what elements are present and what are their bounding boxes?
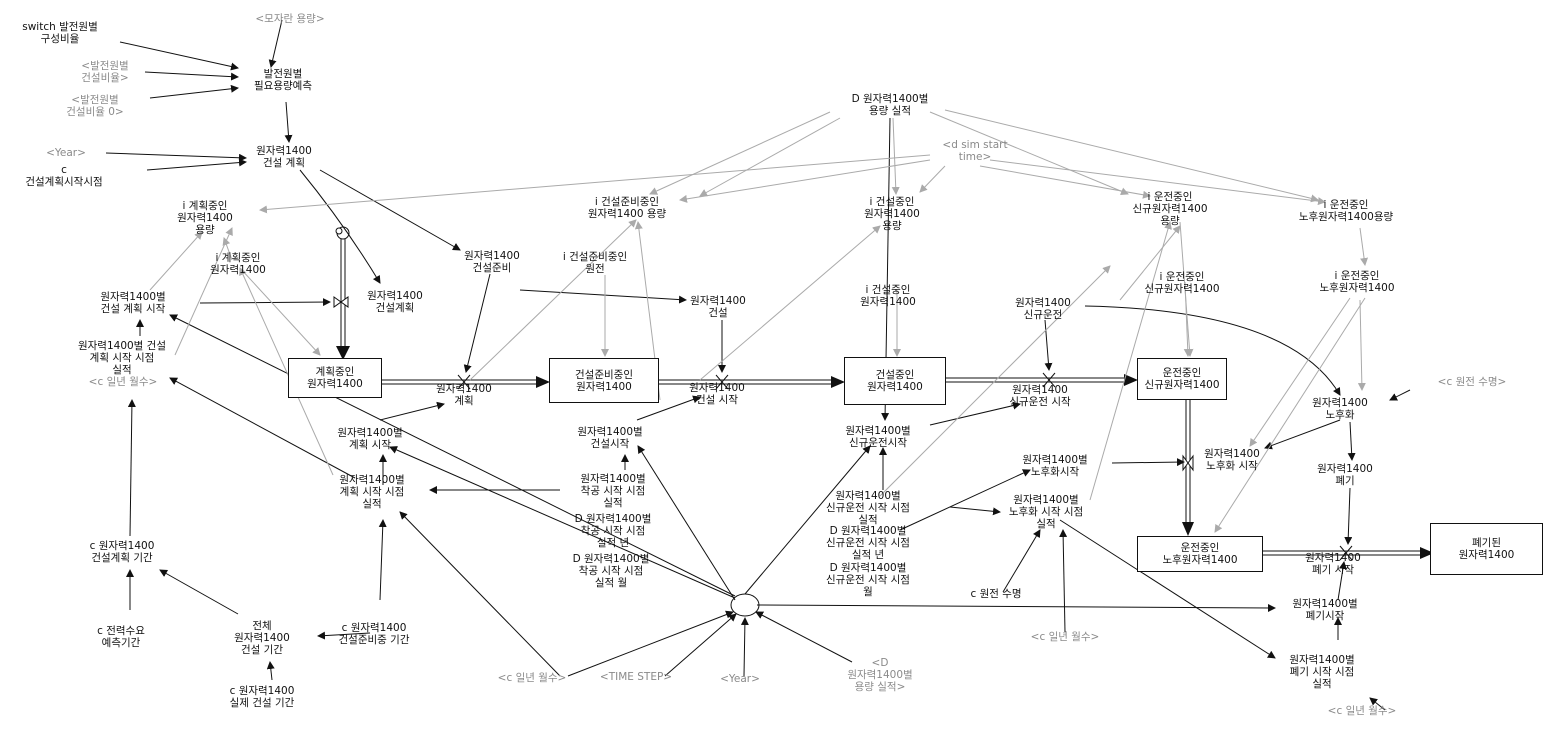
- var-i-op-new[interactable]: i 운전중인 신규원자력1400: [1144, 271, 1220, 295]
- var-c-prep-period[interactable]: c 원자력1400 건설준비중 기간: [338, 622, 410, 646]
- var-i-constr[interactable]: i 건설중인 원자력1400: [860, 284, 916, 308]
- var-c-real-build[interactable]: c 원자력1400 실제 건설 기간: [229, 685, 295, 709]
- var-i-op-old-cap[interactable]: i 운전중인 노후원자력1400용량: [1298, 199, 1394, 223]
- var-d-start-year[interactable]: D 원자력1400별 착공 시작 시점 실적 년: [574, 513, 652, 549]
- var-d-capacity[interactable]: D 원자력1400별 용량 실적: [851, 93, 929, 117]
- stock-planning[interactable]: 계획중인 원자력1400: [288, 358, 382, 398]
- var-start-actual[interactable]: 원자력1400별 착공 시작 시점 실적: [580, 473, 646, 509]
- var-plan-start-actual[interactable]: 원자력1400별 건설 계획 시작 시점 실적: [77, 340, 167, 376]
- flow-aging[interactable]: 원자력1400 노후화 시작: [1204, 448, 1260, 472]
- flow-construct-out[interactable]: 원자력1400 신규운전 시작: [1009, 384, 1071, 408]
- stock-operating-old[interactable]: 운전중인 노후원자력1400: [1137, 536, 1263, 572]
- var-prep-begin[interactable]: 원자력1400별 건설시작: [577, 426, 643, 450]
- var-plan-start[interactable]: 원자력1400별 건설 계획 시작: [100, 291, 166, 315]
- var-c-plan-start[interactable]: c 건설계획시작시점: [25, 164, 103, 188]
- var-retire-begin[interactable]: 원자력1400별 폐기시작: [1292, 598, 1358, 622]
- var-plan-begin-actual[interactable]: 원자력1400별 계획 시작 시점 실적: [339, 474, 405, 510]
- var-new-op-begin[interactable]: 원자력1400별 신규운전시작: [845, 425, 911, 449]
- var-demand-forecast[interactable]: 발전원별 필요용량예측: [254, 68, 312, 92]
- stock-construct[interactable]: 건설중인 원자력1400: [844, 357, 946, 405]
- var-retire-actual[interactable]: 원자력1400별 폐기 시작 시점 실적: [1289, 654, 1355, 690]
- var-c-life-ref[interactable]: <c 원전 수명>: [1437, 376, 1507, 388]
- var-year-months-ref-right[interactable]: <c 일년 월수>: [1327, 705, 1397, 717]
- var-new-op[interactable]: 원자력1400 신규운전: [1015, 297, 1071, 321]
- stock-prep[interactable]: 건설준비중인 원자력1400: [549, 358, 659, 403]
- pipe-heads: [336, 346, 1434, 559]
- var-aging-begin[interactable]: 원자력1400별 노후화시작: [1022, 454, 1088, 478]
- var-ratio-ref[interactable]: <발전원별 건설비율>: [81, 60, 129, 84]
- var-i-prep[interactable]: i 건설준비중인 원전: [562, 251, 628, 275]
- var-c-forecast-period[interactable]: c 전력수요 예측기간: [97, 625, 145, 649]
- stock-retired[interactable]: 폐기된 원자력1400: [1430, 523, 1543, 575]
- valves: [333, 296, 1353, 561]
- var-year-ref-top[interactable]: <Year>: [46, 147, 86, 159]
- flow-plan-out[interactable]: 원자력1400 계획: [436, 383, 492, 407]
- var-year-months-ref-mid[interactable]: <c 일년 월수>: [1030, 631, 1100, 643]
- var-retire[interactable]: 원자력1400 폐기: [1317, 463, 1373, 487]
- flow-prep-out[interactable]: 원자력1400 건설 시작: [689, 382, 745, 406]
- var-construction[interactable]: 원자력1400 건설: [690, 295, 746, 319]
- var-c-life[interactable]: c 원전 수명: [970, 588, 1022, 600]
- var-prep[interactable]: 원자력1400 건설준비: [464, 250, 520, 274]
- var-year-months-ref-bottom[interactable]: <c 일년 월수>: [497, 672, 567, 684]
- var-d-start-month[interactable]: D 원자력1400별 착공 시작 시점 실적 월: [572, 553, 650, 589]
- var-d-new-op-year[interactable]: D 원자력1400별 신규운전 시작 시점 실적 년: [826, 525, 910, 561]
- var-construction-plan[interactable]: 원자력1400 건설 계획: [256, 145, 312, 169]
- var-i-plan[interactable]: i 계획중인 원자력1400: [210, 252, 266, 276]
- var-d-capacity-ref[interactable]: <D 원자력1400별 용량 실적>: [847, 657, 913, 693]
- var-c-plan-period[interactable]: c 원자력1400 건설계획 기간: [89, 540, 155, 564]
- var-switch-ratio[interactable]: switch 발전원별 구성비율: [22, 21, 98, 45]
- var-total-build-period[interactable]: 전체 원자력1400 건설 기간: [234, 620, 290, 656]
- var-plan-begin[interactable]: 원자력1400별 계획 시작: [337, 427, 403, 451]
- var-i-op-new-cap[interactable]: i 운전중인 신규원자력1400 용량: [1132, 191, 1208, 227]
- var-aging[interactable]: 원자력1400 노후화: [1312, 397, 1368, 421]
- stock-operating-new[interactable]: 운전중인 신규원자력1400: [1137, 358, 1227, 400]
- var-new-op-actual[interactable]: 원자력1400별 신규운전 시작 시점 실적: [826, 490, 910, 526]
- var-year-ref-bottom[interactable]: <Year>: [720, 673, 760, 685]
- var-year-months-ref-left[interactable]: <c 일년 월수>: [88, 376, 158, 388]
- var-ratio0-ref[interactable]: <발전원별 건설비율 0>: [66, 94, 124, 118]
- time-node: [730, 593, 760, 617]
- var-i-op-old[interactable]: i 운전중인 노후원자력1400: [1319, 270, 1395, 294]
- var-d-sim-start[interactable]: <d sim start time>: [942, 139, 1008, 163]
- var-time-step-ref[interactable]: <TIME STEP>: [599, 671, 673, 683]
- var-i-constr-cap[interactable]: i 건설중인 원자력1400 용량: [864, 196, 920, 232]
- var-i-prep-cap[interactable]: i 건설준비중인 원자력1400 용량: [587, 196, 667, 220]
- var-d-new-op-month[interactable]: D 원자력1400별 신규운전 시작 시점 월: [826, 562, 910, 598]
- var-i-plan-cap[interactable]: i 계획중인 원자력1400 용량: [177, 200, 233, 236]
- var-shortage-ref[interactable]: <모자란 용량>: [255, 13, 325, 25]
- var-aging-actual[interactable]: 원자력1400별 노후화 시작 시점 실적: [1008, 494, 1084, 530]
- flow-retire[interactable]: 원자력1400 폐기 시작: [1305, 552, 1361, 576]
- flow-plan-in[interactable]: 원자력1400 건설계획: [367, 290, 423, 314]
